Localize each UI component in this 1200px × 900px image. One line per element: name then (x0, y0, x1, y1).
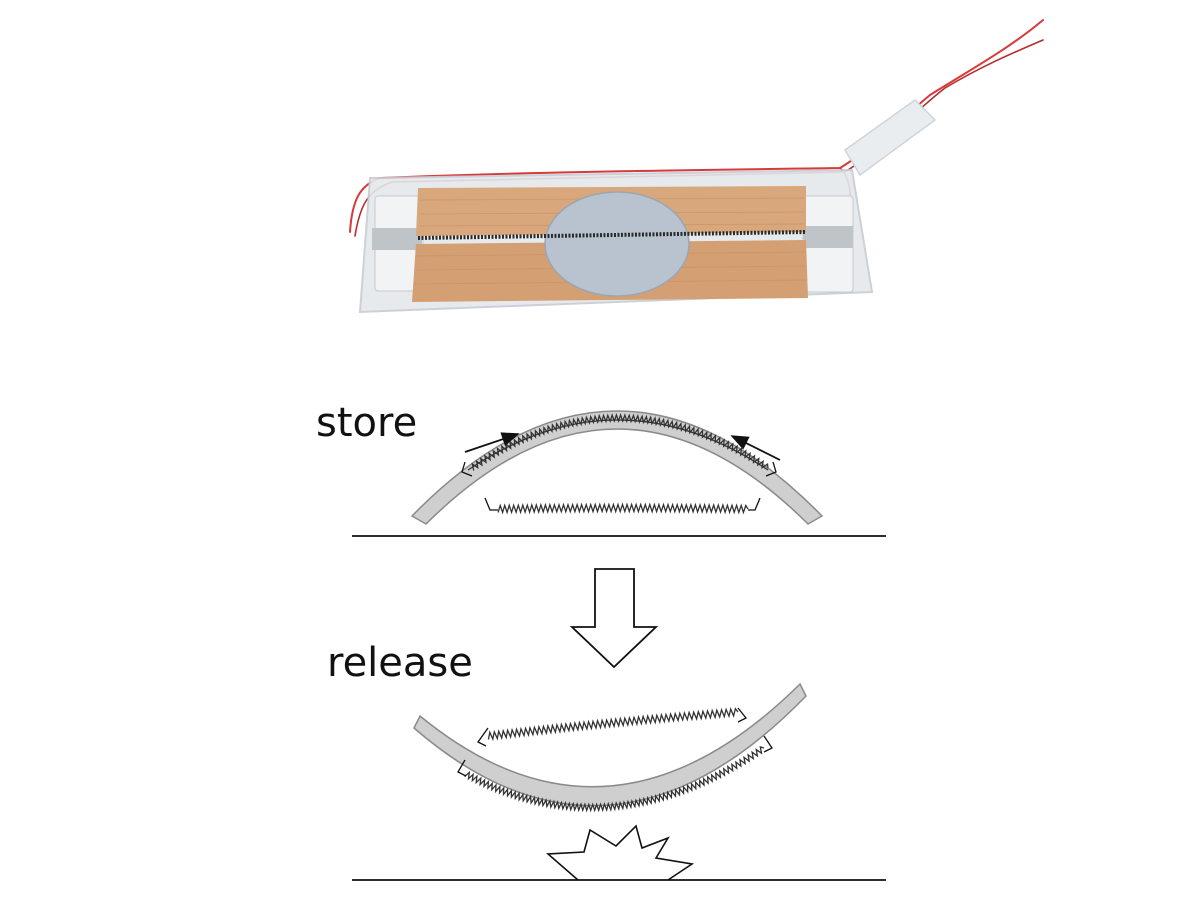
store-top-spring-zigzag (471, 413, 769, 471)
impact-burst (545, 824, 695, 881)
release-lower-right-bracket (763, 735, 773, 753)
store-lower-spring-zigzag (497, 502, 749, 515)
release-upper-spring-zigzag (487, 707, 739, 742)
release-strip (413, 682, 807, 807)
tape-tab (844, 99, 937, 177)
release-right-bracket (737, 707, 748, 723)
right-clamp-metal (803, 226, 853, 248)
photo-spring (417, 230, 807, 240)
store-label: store (316, 400, 418, 446)
store-left-arrow (464, 432, 520, 453)
release-label: release (327, 640, 473, 686)
release-lower-left-bracket (457, 759, 467, 777)
left-clamp-metal (372, 228, 422, 250)
store-right-arrow (730, 435, 781, 461)
release-lower-spring-zigzag (464, 745, 765, 813)
transition-arrow (569, 568, 659, 669)
store-right-bracket (765, 461, 777, 477)
adhesive-disc (544, 191, 690, 297)
store-lower-left-bracket (484, 497, 498, 511)
release-left-bracket (477, 727, 489, 747)
store-left-bracket (461, 461, 473, 477)
store-lower-right-bracket (748, 497, 761, 511)
